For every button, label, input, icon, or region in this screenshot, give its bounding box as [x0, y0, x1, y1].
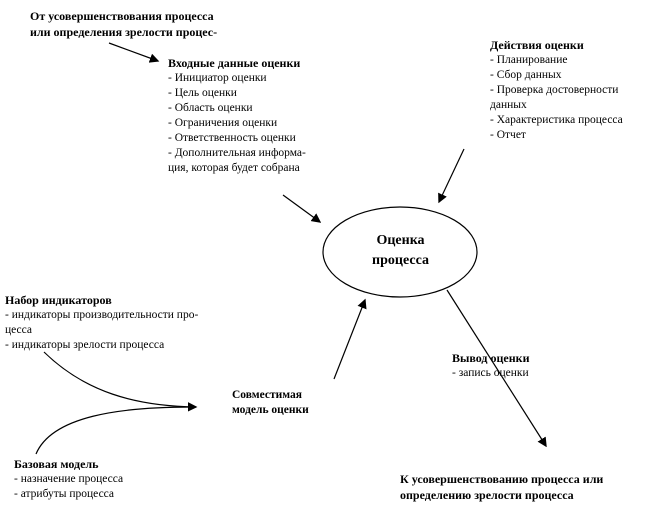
indicators-item-wrap: цесса	[5, 324, 32, 336]
inputs-item: - Ограничения оценки	[168, 117, 278, 129]
arrow-source-to-inputs	[108, 42, 160, 63]
actions-block: Действия оценки - Планирование - Сбор да…	[490, 38, 623, 143]
inputs-item: - Ответственность оценки	[168, 132, 296, 144]
indicators-title: Набор индикаторов	[5, 293, 112, 307]
inputs-item: - Область оценки	[168, 102, 253, 114]
actions-item: - Планирование	[490, 54, 568, 66]
base-model-block: Базовая модель - назначение процесса - а…	[14, 457, 123, 502]
indicators-block: Набор индикаторов - индикаторы производи…	[5, 293, 198, 353]
assessment-ellipse-label: Оценка процесса	[323, 231, 478, 271]
base-model-item: - назначение процесса	[14, 473, 124, 485]
output-title: Вывод оценки	[452, 351, 530, 365]
compatible-model-label: Совместимая модель оценки	[232, 388, 309, 418]
compatible-model-line1: Совместимая	[232, 389, 302, 401]
top-left-source-line2: или определения зрелости процес-	[30, 25, 218, 39]
inputs-item: - Дополнительная информа-	[168, 147, 306, 159]
inputs-item: - Цель оценки	[168, 87, 237, 99]
assessment-label-line2: процесса	[372, 253, 429, 268]
arrow-model-to-assessment	[333, 298, 367, 380]
curve-indicators-to-model	[43, 351, 198, 412]
actions-item-wrap: данных	[490, 99, 527, 111]
assessment-label-line1: Оценка	[376, 233, 425, 248]
output-block: Вывод оценки - запись оценки	[452, 351, 529, 381]
indicators-item: - индикаторы зрелости процесса	[5, 339, 165, 351]
indicators-item: - индикаторы производительности про-	[5, 309, 199, 321]
bottom-right-target-line2: определению зрелости процесса	[400, 488, 574, 502]
curve-base-model-to-model	[35, 406, 193, 455]
actions-item: - Отчет	[490, 129, 526, 141]
actions-item: - Проверка достоверности	[490, 84, 619, 96]
actions-title: Действия оценки	[490, 38, 584, 52]
inputs-title: Входные данные оценки	[168, 56, 301, 70]
compatible-model-line2: модель оценки	[232, 404, 309, 416]
bottom-right-target-line1: К усовершенствованию процесса или	[400, 472, 604, 486]
actions-item: - Сбор данных	[490, 69, 562, 81]
inputs-item: - Инициатор оценки	[168, 72, 267, 84]
bottom-right-target-text: К усовершенствованию процесса или опреде…	[400, 471, 603, 503]
arrow-actions-to-assessment	[438, 148, 465, 204]
top-left-source-text: От усовершенствования процесса или опред…	[30, 8, 217, 40]
base-model-item: - атрибуты процесса	[14, 488, 115, 500]
inputs-block: Входные данные оценки - Инициатор оценки…	[168, 56, 306, 176]
actions-item: - Характеристика процесса	[490, 114, 623, 126]
output-item: - запись оценки	[452, 367, 529, 379]
arrow-inputs-to-assessment	[282, 194, 322, 223]
base-model-title: Базовая модель	[14, 457, 99, 471]
top-left-source-line1: От усовершенствования процесса	[30, 9, 214, 23]
inputs-item-wrap: ция, которая будет собрана	[168, 162, 300, 174]
